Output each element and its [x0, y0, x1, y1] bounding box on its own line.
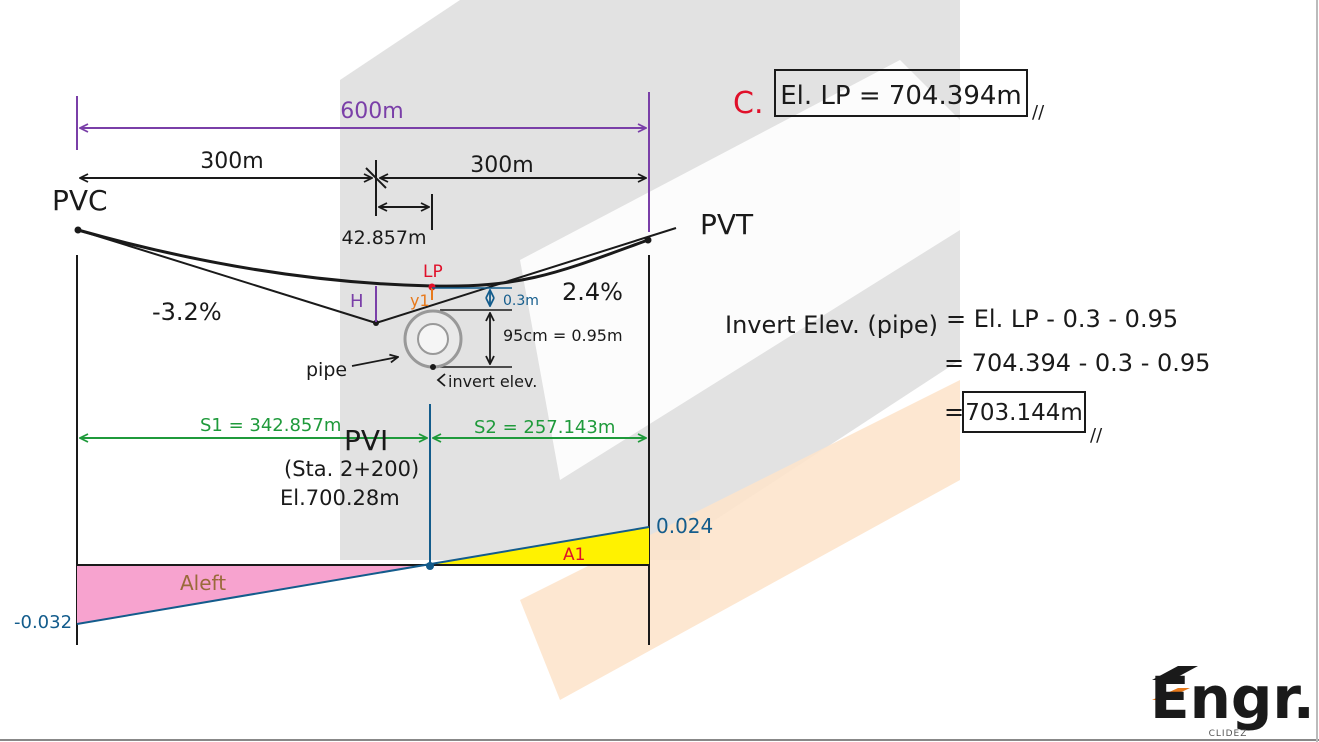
grade-left-label: -3.2% — [152, 298, 222, 326]
dimension-095-label: 95cm = 0.95m — [503, 326, 623, 345]
answer-text: El. LP = 704.394m — [780, 81, 1022, 111]
area-left-label: Aleft — [180, 571, 226, 595]
h-label: H — [350, 291, 364, 312]
pvc-label: PVC — [52, 184, 108, 217]
value-m0032-label: -0.032 — [14, 612, 72, 633]
back-tangent — [77, 229, 377, 324]
pvi-label: PVI — [344, 424, 388, 457]
invert-eq-label: Invert Elev. (pipe) — [725, 311, 938, 339]
answer-tick: // — [1032, 102, 1045, 123]
grade-right-label: 2.4% — [562, 278, 623, 306]
dimension-offset-label: 42.857m — [342, 227, 427, 249]
logo-mark-icon — [1152, 666, 1198, 680]
invert-eq-line2: = 704.394 - 0.3 - 0.95 — [944, 349, 1210, 377]
invert-point — [430, 364, 436, 370]
area-right-label: A1 — [563, 545, 585, 565]
invert-result-box — [962, 391, 1086, 433]
invert-elev-label: invert elev. — [448, 372, 537, 391]
s1-label: S1 = 342.857m — [200, 415, 341, 436]
y1-label: y1 — [410, 291, 430, 310]
dimension-600-label: 600m — [340, 99, 403, 124]
invert-result-text: 703.144m — [965, 400, 1083, 426]
pvc-point — [74, 226, 82, 234]
dimension-03-label: 0.3m — [503, 293, 539, 309]
value-0024-label: 0.024 — [656, 514, 713, 538]
dimension-300-right-label: 300m — [470, 153, 533, 178]
pvt-label: PVT — [700, 208, 754, 241]
engr-logo: Engr. CLIDEZ — [1150, 664, 1315, 739]
grade-diagram-line — [76, 526, 650, 625]
forward-tangent — [375, 227, 677, 324]
pvi-zero-point — [426, 562, 434, 570]
logo-subtext: CLIDEZ — [1209, 729, 1248, 739]
lp-label: LP — [423, 262, 443, 282]
answer-box — [774, 69, 1028, 117]
pvi-station-label: (Sta. 2+200) — [284, 457, 419, 481]
pipe-label: pipe — [306, 359, 347, 381]
invert-eq-line3-equals: = — [944, 398, 964, 426]
pvi-elevation-label: El.700.28m — [280, 486, 400, 510]
invert-eq-line1: = El. LP - 0.3 - 0.95 — [946, 305, 1178, 333]
pipe-arrow — [351, 357, 398, 367]
answer-letter: C. — [733, 86, 763, 121]
tangent-intersection-point — [373, 320, 379, 326]
vertical-curve — [77, 228, 649, 288]
logo-accent-icon — [1152, 688, 1190, 700]
logo-text: Engr. — [1150, 664, 1315, 732]
pipe-inner-icon — [417, 323, 449, 355]
dimension-300-left-label: 300m — [200, 149, 263, 174]
invert-result-tick: // — [1090, 425, 1103, 446]
s2-label: S2 = 257.143m — [474, 417, 615, 438]
pvt-point — [644, 236, 652, 244]
